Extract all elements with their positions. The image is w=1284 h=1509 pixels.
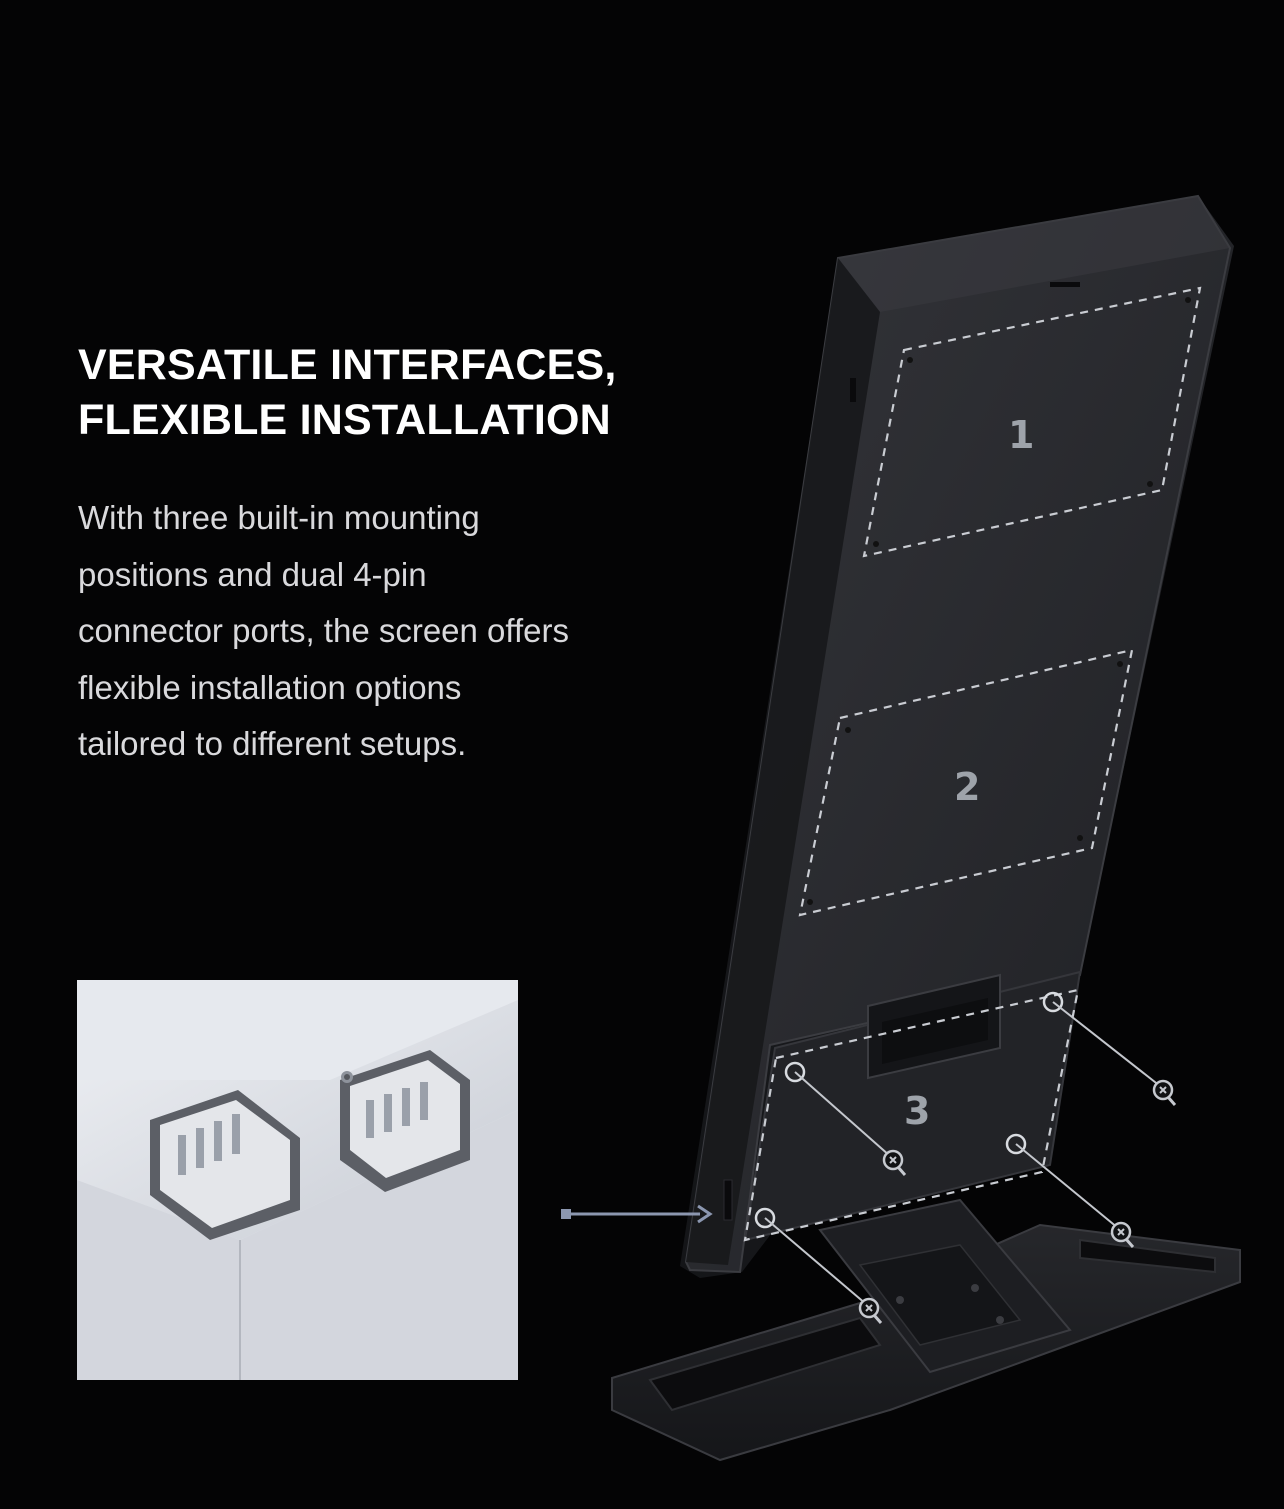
description-line-4: flexible installation options xyxy=(78,668,462,706)
mount-3-screws xyxy=(754,991,1177,1325)
4-pin-connector-icon xyxy=(366,1082,428,1138)
description-line-3: connector ports, the screen offers xyxy=(78,612,569,649)
mount-zone-1-outline xyxy=(862,286,1202,558)
4-pin-connector-icon xyxy=(178,1114,240,1175)
description-line-2: positions and dual 4-pin xyxy=(78,555,427,593)
base-stand xyxy=(611,1198,1241,1462)
mount-position-1-label: 1 xyxy=(1008,413,1034,457)
mount-position-2-label: 2 xyxy=(954,765,980,809)
feature-description: With three built-in mounting positions a… xyxy=(78,490,569,773)
headline-line-2: FLEXIBLE INSTALLATION xyxy=(78,396,611,444)
mount-zone-2-outline xyxy=(798,648,1134,917)
screen-rear-panel: 1 2 3 xyxy=(680,194,1234,1278)
description-line-1: With three built-in mounting xyxy=(78,499,480,536)
mount-position-3-label: 3 xyxy=(904,1089,930,1133)
arrow-right-icon xyxy=(561,1204,713,1224)
headline-line-1: VERSATILE INTERFACES, xyxy=(78,341,617,389)
mount-zone-3-outline xyxy=(743,988,1080,1242)
connector-closeup-inset xyxy=(77,980,518,1380)
feature-headline: VERSATILE INTERFACES, FLEXIBLE INSTALLAT… xyxy=(78,338,617,448)
screw-icon xyxy=(1152,1079,1177,1107)
description-line-5: tailored to different setups. xyxy=(78,725,467,762)
